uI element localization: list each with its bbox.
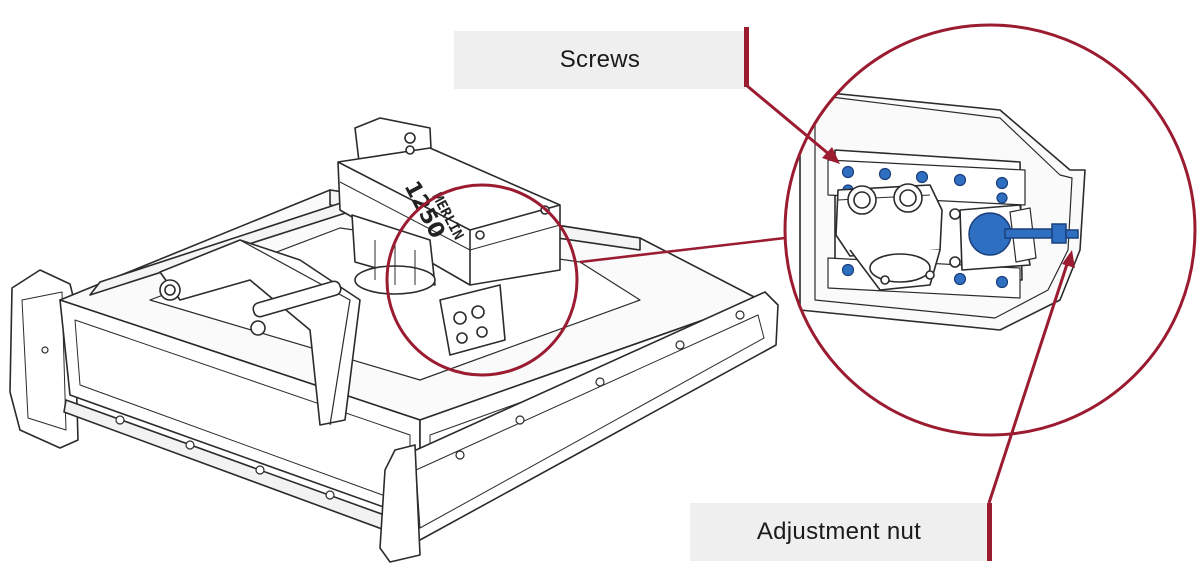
callout-leaders bbox=[745, 83, 1075, 504]
screws-label: Screws bbox=[454, 31, 746, 89]
zoom-detail bbox=[799, 89, 1086, 331]
adjustment-nut-label-bar bbox=[987, 503, 992, 561]
screws-label-bar bbox=[744, 27, 749, 87]
detail-focus-circle bbox=[385, 183, 579, 377]
adjustment-nut-label: Adjustment nut bbox=[690, 503, 988, 561]
zoom-circle bbox=[783, 23, 1197, 437]
adjustment-nut-label-text: Adjustment nut bbox=[756, 518, 922, 545]
detail-connector-line bbox=[579, 236, 786, 264]
mower-body: MERLIN 1250 bbox=[9, 117, 779, 563]
adjustment-nut-highlight bbox=[968, 212, 1079, 256]
screws-label-text: Screws bbox=[559, 46, 641, 73]
